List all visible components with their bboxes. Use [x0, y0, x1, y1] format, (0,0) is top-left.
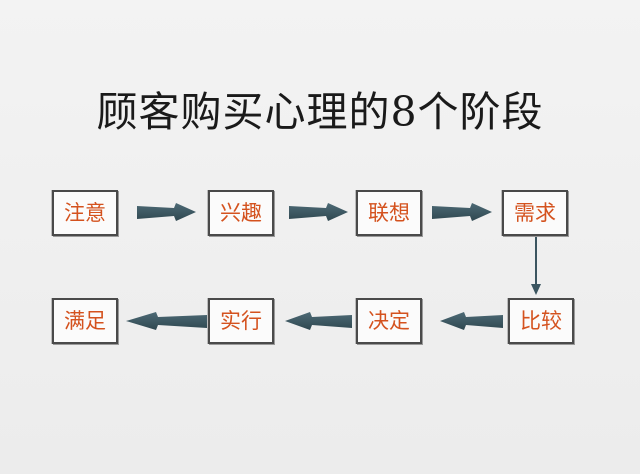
arrow-need-to-comparison: [531, 237, 541, 295]
stage-need: 需求: [502, 190, 568, 236]
stage-decision: 决定: [356, 298, 422, 344]
stage-label: 注意: [64, 200, 106, 225]
arrow-action-to-satisfaction: [126, 312, 207, 330]
stage-interest: 兴趣: [208, 190, 274, 236]
stage-satisfaction: 满足: [52, 298, 118, 344]
stage-label: 满足: [64, 308, 106, 333]
stage-label: 需求: [514, 200, 556, 225]
stage-label: 联想: [368, 200, 410, 225]
stage-label: 兴趣: [220, 200, 262, 225]
stage-attention: 注意: [52, 190, 118, 236]
arrow-association-to-need: [432, 203, 492, 221]
stage-label: 比较: [520, 308, 562, 333]
arrow-interest-to-association: [289, 203, 348, 221]
stage-comparison: 比较: [508, 298, 574, 344]
arrow-decision-to-action: [285, 312, 352, 330]
stage-label: 决定: [368, 308, 410, 333]
stage-label: 实行: [220, 308, 262, 333]
diagram-title: 顾客购买心理的8个阶段: [96, 88, 544, 136]
stage-action: 实行: [208, 298, 274, 344]
stage-association: 联想: [356, 190, 422, 236]
arrow-comparison-to-decision: [440, 312, 503, 330]
arrow-attention-to-interest: [137, 203, 196, 221]
